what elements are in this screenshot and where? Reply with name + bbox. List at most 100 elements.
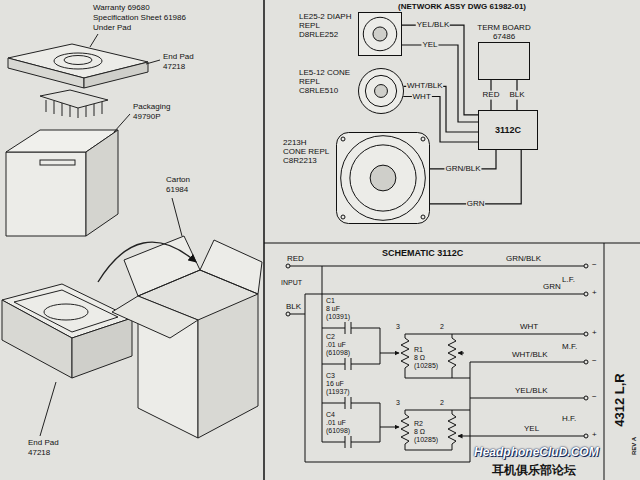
wire	[380, 328, 381, 442]
bolt-hole	[421, 137, 425, 141]
driver-dome	[373, 27, 387, 41]
pin-number: 2	[440, 323, 444, 331]
component-value: 8 uF	[326, 305, 340, 313]
output-name: H.F.	[562, 414, 576, 423]
driver-frame	[337, 133, 430, 224]
tray-hole	[44, 304, 88, 320]
polarity-mark: +	[592, 288, 597, 297]
output-name: L.F.	[562, 275, 575, 284]
terminal-dot	[584, 264, 588, 268]
wire	[405, 372, 470, 378]
resistor-symbol	[448, 334, 456, 372]
signal-name: YEL	[524, 424, 539, 433]
driver-cone	[363, 17, 396, 50]
component-ref: C2	[326, 333, 335, 341]
midrange-driver: LE5-12 CONE REPL C8RLE510	[358, 68, 404, 114]
part-name: Packaging	[133, 102, 170, 111]
wire	[470, 398, 584, 399]
wire-label: RED	[482, 91, 501, 100]
driver-outline	[358, 12, 402, 56]
packaging-front	[6, 152, 86, 236]
under-pad-hatch	[46, 100, 102, 118]
packaging-side	[86, 130, 118, 236]
box-label: 3112C	[495, 125, 521, 135]
terminal-dot	[584, 292, 588, 296]
part-number: 47218	[163, 62, 185, 71]
part-number: 61984	[166, 185, 188, 194]
end-pad-side	[8, 58, 84, 88]
driver-dome	[370, 165, 396, 191]
driver-frame	[359, 13, 402, 56]
panel-border	[264, 243, 640, 244]
packaging-drawing	[2, 34, 262, 438]
driver-label: LE5-12 CONE REPL C8RLE510	[299, 68, 353, 96]
terminal-dot	[286, 312, 290, 316]
part-note: Specification Sheet 61986	[93, 13, 186, 22]
wire	[290, 314, 305, 315]
wire-connector	[404, 86, 479, 132]
signal-name: WHT	[520, 322, 538, 331]
end-pad-hole	[64, 56, 92, 65]
part-name: Carton	[166, 175, 190, 184]
driver-cone	[350, 145, 416, 211]
driver-surround	[341, 136, 426, 221]
polarity-mark: +	[592, 328, 597, 337]
under-pad	[40, 90, 108, 108]
terminal-dot	[584, 360, 588, 364]
wire	[405, 334, 584, 335]
driver-dome	[375, 85, 388, 98]
wire-label: BLK	[508, 91, 525, 100]
wire	[290, 266, 584, 267]
carton-rim	[138, 270, 258, 296]
component-ref: R1	[414, 346, 423, 354]
polarity-mark: +	[592, 430, 597, 439]
network-box: 3112C	[478, 110, 538, 150]
drawing-reference: (NETWORK ASSY DWG 61982-01)	[398, 2, 526, 11]
end-pad-hole	[54, 53, 102, 69]
end-pad-side	[84, 62, 148, 88]
wire	[470, 362, 471, 462]
driver-outline	[336, 132, 430, 224]
pin-number: 3	[396, 323, 400, 331]
part-number: (10285)	[414, 362, 438, 370]
terminal-board: TERM BOARD 67486	[478, 42, 530, 80]
wire	[305, 294, 584, 295]
part-number: 47218	[28, 448, 50, 457]
revision-mark: REV A	[631, 437, 638, 455]
terminal-dot	[584, 434, 588, 438]
component-ref: R2	[414, 420, 423, 428]
wire	[322, 266, 323, 442]
signal-name: YEL/BLK	[515, 386, 547, 395]
part-name: End Pad	[28, 438, 59, 447]
part-note: Warranty 69680	[93, 3, 150, 12]
polarity-mark: −	[592, 260, 597, 269]
leader-line	[90, 34, 98, 47]
capacitor-symbol	[322, 436, 380, 448]
component-ref: C1	[326, 297, 335, 305]
part-number: (10285)	[414, 436, 438, 444]
wire-label: GRN/BLK	[444, 164, 481, 173]
part-number: 49790P	[133, 112, 161, 121]
capacitor-symbol	[322, 397, 380, 409]
component-value: 8 Ω	[414, 354, 425, 362]
leader-line	[172, 198, 182, 236]
signal-name: INPUT	[281, 279, 302, 287]
component-ref: C4	[326, 411, 335, 419]
wiper-arrow	[458, 353, 464, 354]
insert-arrow	[98, 242, 196, 282]
component-ref: C3	[326, 372, 335, 380]
capacitor-symbol	[322, 322, 380, 334]
watermark: 耳机俱乐部论坛	[492, 464, 576, 478]
component-value: 8 Ω	[414, 428, 425, 436]
driver-outline	[358, 68, 404, 114]
part-number: (11937)	[326, 388, 350, 396]
wire-label: YEL/BLK	[416, 21, 450, 30]
capacitor-symbol	[322, 358, 380, 370]
leader-line	[114, 114, 130, 132]
component-value: .01 uF	[326, 419, 346, 427]
wire	[305, 294, 470, 462]
tray-side	[72, 318, 132, 378]
polarity-mark: −	[592, 392, 597, 401]
